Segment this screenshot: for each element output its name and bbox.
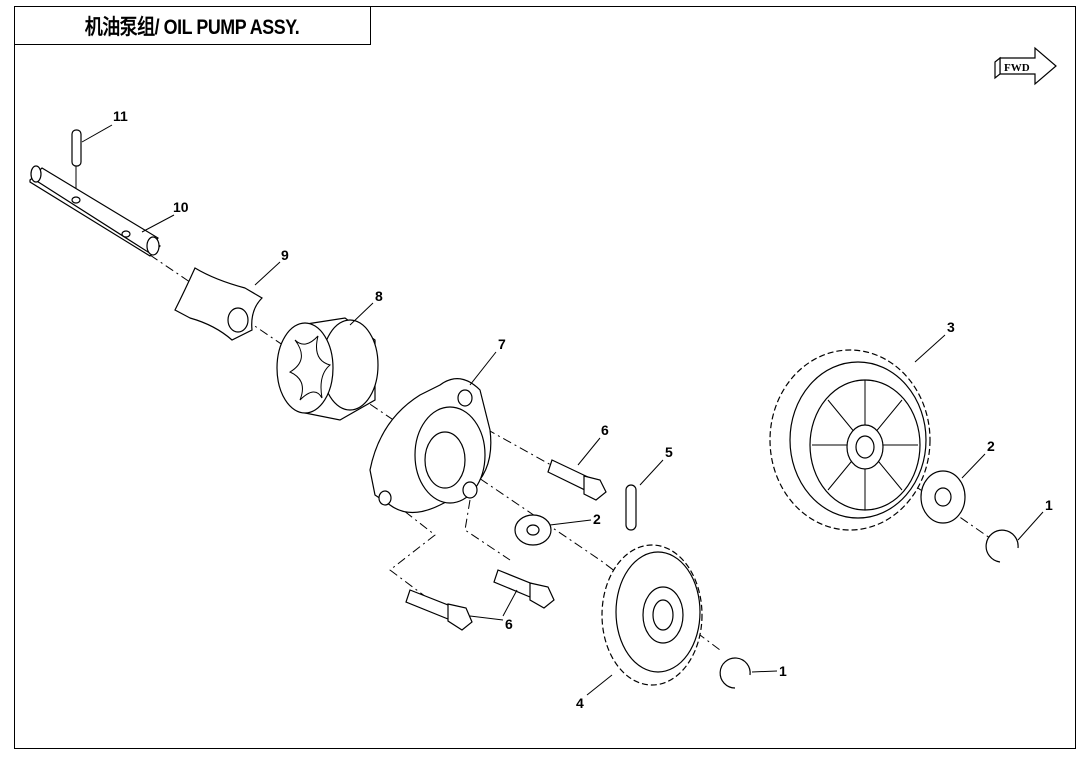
callout-1: 1 bbox=[1045, 497, 1053, 513]
diagram-title-box: 机油泵组/ OIL PUMP ASSY. bbox=[14, 6, 371, 45]
part-6-bolt bbox=[405, 589, 473, 631]
drawing-frame bbox=[14, 6, 1076, 749]
part-6-bolt bbox=[547, 459, 607, 501]
part-8-outer-rotor bbox=[276, 317, 379, 421]
part-6-bolt bbox=[493, 569, 555, 609]
fwd-arrow-icon: FWD bbox=[994, 46, 1057, 86]
part-7-pump-cover bbox=[369, 378, 492, 514]
part-1-circlip bbox=[985, 529, 1019, 563]
fwd-label: FWD bbox=[1004, 62, 1030, 74]
part-3-driven-gear bbox=[769, 349, 931, 531]
callout-10: 10 bbox=[173, 199, 189, 215]
callout-9: 9 bbox=[281, 247, 289, 263]
part-10-shaft bbox=[29, 165, 161, 257]
part-2-washer bbox=[920, 470, 966, 524]
callout-2: 2 bbox=[987, 438, 995, 454]
part-1-circlip bbox=[719, 657, 751, 689]
part-2-washer bbox=[514, 514, 552, 546]
part-9-inner-rotor bbox=[174, 267, 263, 341]
callout-3: 3 bbox=[947, 319, 955, 335]
leader-lines bbox=[81, 124, 1044, 696]
callout-6: 6 bbox=[601, 422, 609, 438]
diagram-title: 机油泵组/ OIL PUMP ASSY. bbox=[85, 15, 300, 39]
callout-6: 6 bbox=[505, 616, 513, 632]
callout-5: 5 bbox=[665, 444, 673, 460]
callout-8: 8 bbox=[375, 288, 383, 304]
callout-1: 1 bbox=[779, 663, 787, 679]
part-5-dowel-pin bbox=[625, 484, 637, 531]
callout-7: 7 bbox=[498, 336, 506, 352]
callout-11: 11 bbox=[113, 108, 128, 124]
part-4-drive-gear bbox=[601, 544, 703, 686]
callout-4: 4 bbox=[576, 695, 584, 711]
callout-2: 2 bbox=[593, 511, 601, 527]
